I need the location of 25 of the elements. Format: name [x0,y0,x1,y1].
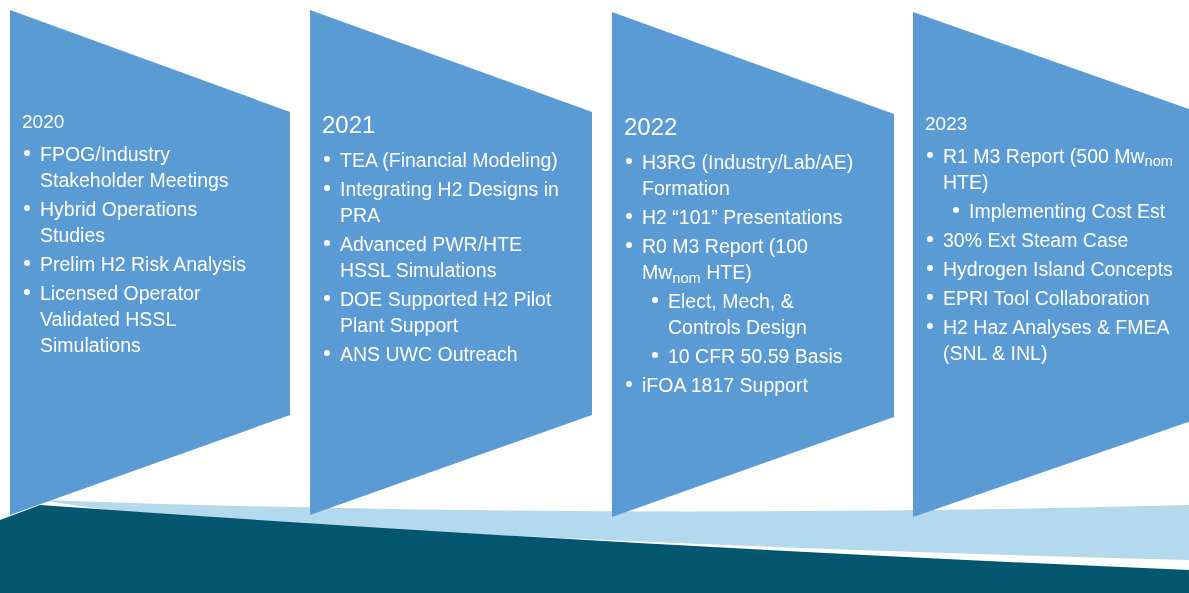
bullet-text: R1 M3 Report (500 Mw$_{nom}$ HTE) [943,143,1174,195]
bullet-text: Advanced PWR/HTE HSSL Simulations [340,232,524,283]
bullet-text: Hydrogen Island Concepts [943,256,1173,282]
year-heading: 2020 [22,110,66,134]
bullet-text: H2 Haz Analyses & FMEA (SNL & INL) [943,314,1170,366]
bullet-text: Hybrid Operations Studies [40,196,199,248]
year-heading: 2022 [624,112,679,142]
bullet-text: Prelim H2 Risk Analysis [40,251,246,277]
bullet-text: Licensed Operator Validated HSSL Simulations [40,280,202,358]
bullet-text: H3RG (Industry/Lab/AE) Formation [642,150,855,201]
bullet-text: FPOG/Industry Stakeholder Meetings [40,141,230,193]
bullet-text: ANS UWC Outreach [340,342,518,367]
year-heading: 2023 [925,112,969,136]
bullet-text: DOE Supported H2 Pilot Plant Support [340,287,553,338]
bullet-text: 10 CFR 50.59 Basis [668,344,843,369]
year-heading: 2021 [322,110,377,140]
bullet-text: H2 “101” Presentations [642,205,843,230]
bullet-text: iFOA 1817 Support [642,373,808,398]
bullet-text: 30% Ext Steam Case [943,227,1129,253]
bullet-text: R0 M3 Report (100 Mw$_{nom}$ HTE) [642,234,809,285]
bullet-text: Elect, Mech, & Controls Design [668,289,808,340]
bullet-text: TEA (Financial Modeling) [340,148,558,173]
bullet-text: EPRI Tool Collaboration [943,285,1150,311]
bullet-text: Integrating H2 Designs in PRA [340,177,560,228]
bullet-text: Implementing Cost Est [969,198,1166,224]
